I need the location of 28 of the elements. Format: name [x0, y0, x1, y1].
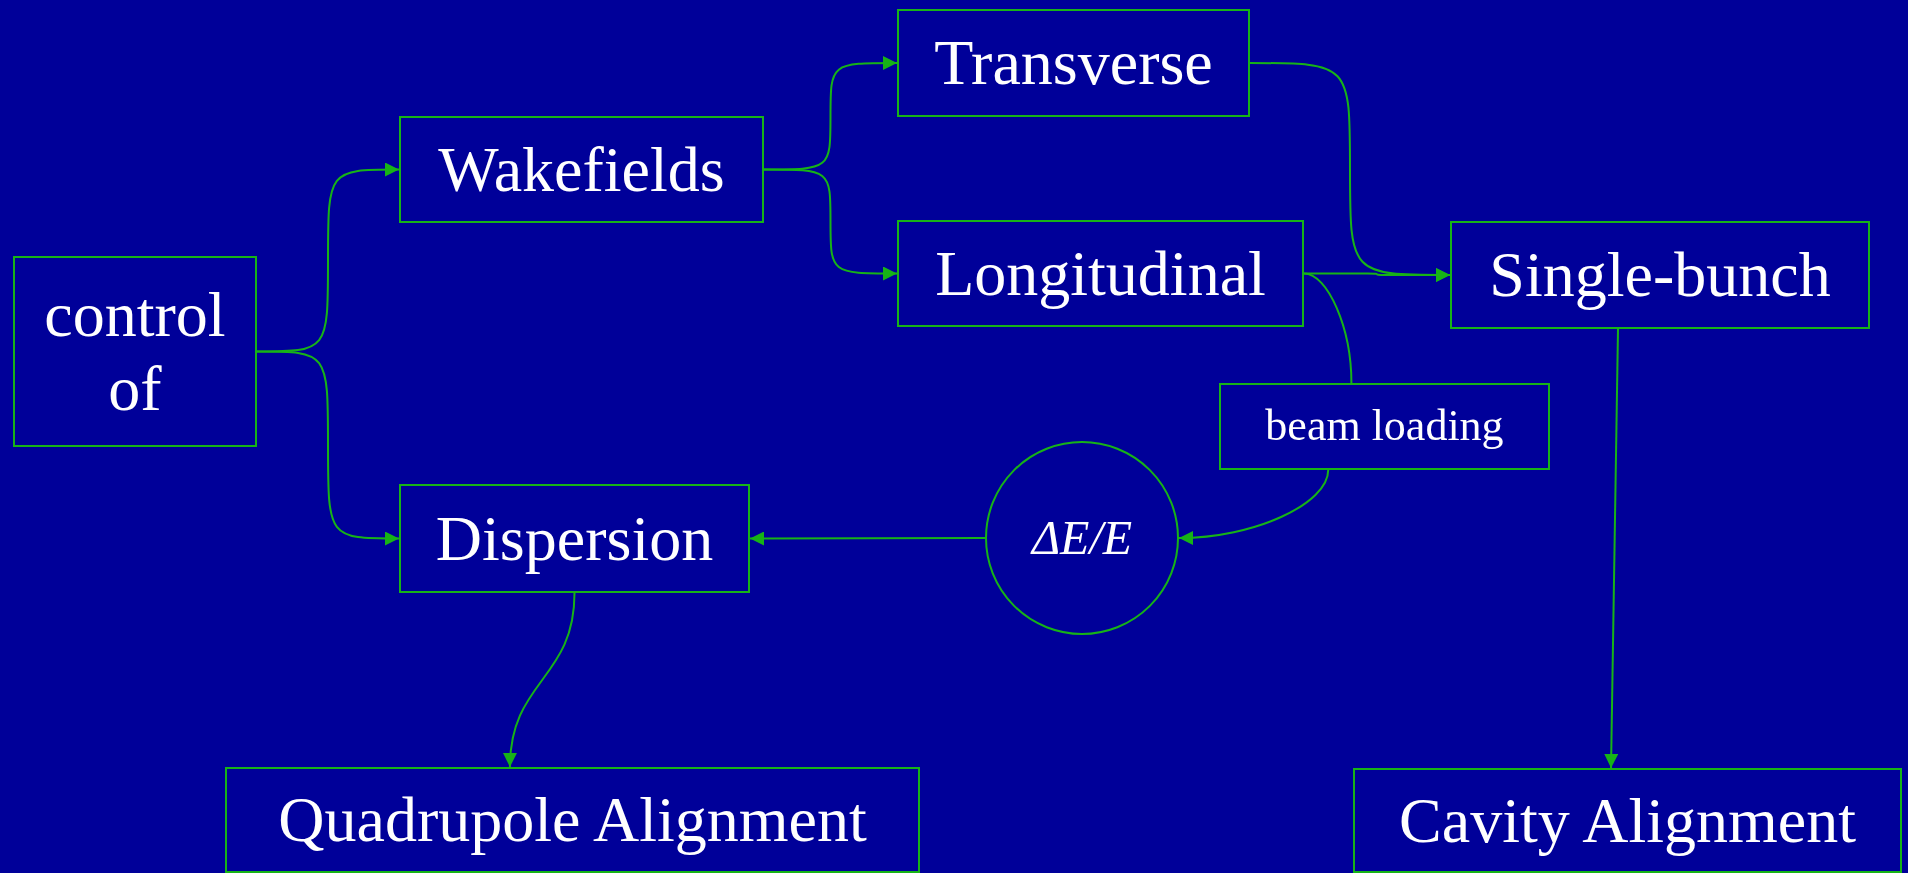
process-box — [1219, 383, 1550, 470]
node-label: Cavity Alignment — [1399, 783, 1856, 858]
node-label: beam loading — [1265, 401, 1504, 452]
node-label: Single-bunch — [1489, 238, 1831, 312]
process-box — [225, 767, 920, 873]
connector-arrow — [256, 162, 400, 353]
process-box — [399, 484, 750, 593]
process-box — [1353, 768, 1902, 873]
node-label: Wakefields — [438, 132, 725, 207]
connector-arrow — [763, 56, 898, 171]
connector-arrow — [503, 592, 576, 768]
connector-arrow — [256, 350, 400, 546]
node-label: control of — [43, 277, 227, 426]
connector-arrow — [749, 531, 986, 546]
connector-arrow — [763, 168, 898, 281]
node-label: Quadrupole Alignment — [278, 783, 867, 857]
process-box — [897, 9, 1250, 117]
process-box — [1450, 221, 1870, 329]
connector-arrow — [1604, 328, 1619, 769]
node-label: Dispersion — [435, 501, 714, 576]
circle-node — [985, 441, 1179, 635]
process-box — [13, 256, 257, 447]
process-box — [399, 116, 764, 223]
process-box — [897, 220, 1304, 327]
node-label: ΔE/E — [1031, 510, 1133, 566]
node-label: Longitudinal — [935, 236, 1266, 311]
connector-arrow — [1178, 469, 1330, 545]
node-label: Transverse — [934, 26, 1213, 100]
